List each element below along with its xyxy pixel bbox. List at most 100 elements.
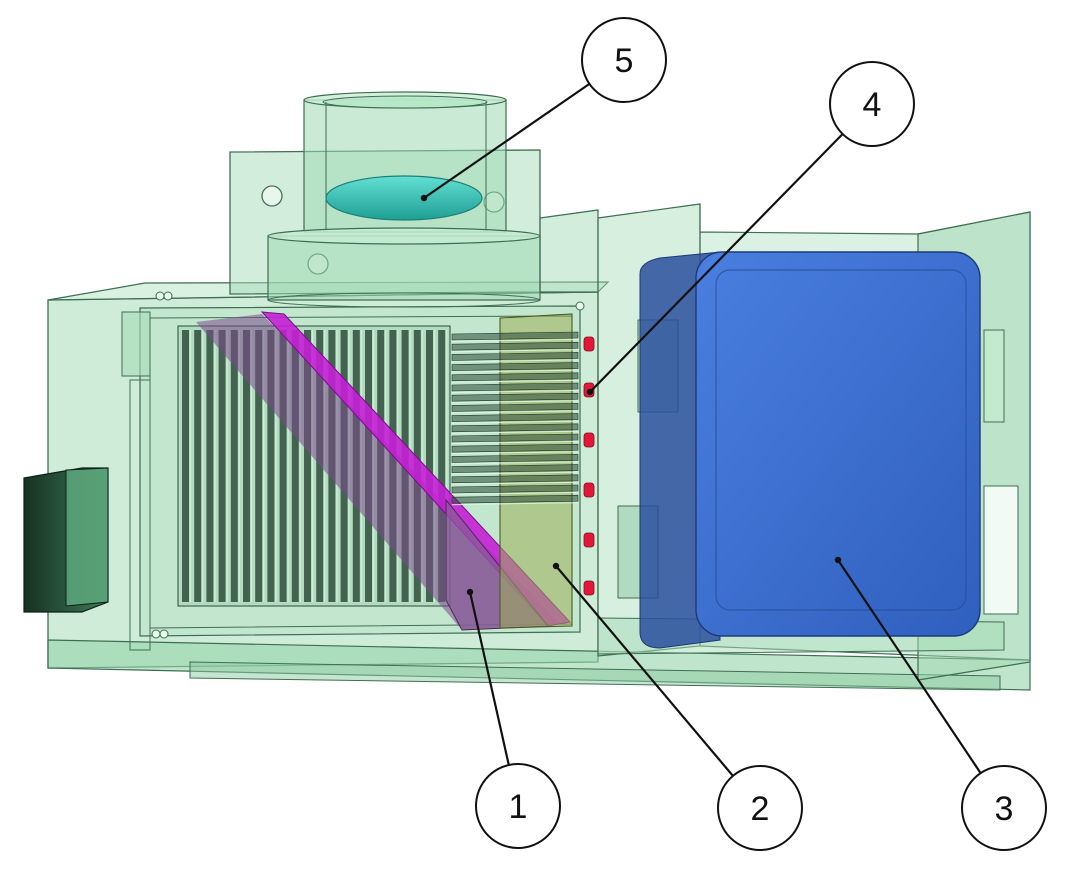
- heatsink-fin: [255, 330, 263, 602]
- heatsink-fin: [206, 330, 214, 602]
- heatsink-fin-highlight: [451, 410, 579, 414]
- callout-label: 1: [509, 788, 528, 826]
- screw-hole: [163, 291, 173, 301]
- screw-hole: [155, 291, 165, 301]
- heatsink-fin: [316, 330, 324, 602]
- callout-circle: [475, 763, 561, 849]
- callout-circle: [961, 765, 1047, 851]
- heatsink-fin: [243, 330, 250, 602]
- led: [583, 532, 595, 548]
- heatsink-fin: [451, 331, 579, 341]
- heatsink-fin-highlight: [451, 481, 579, 485]
- leader-dot-3: [834, 556, 842, 564]
- heatsink-fin: [451, 341, 579, 351]
- callout-circle: [829, 61, 915, 147]
- callout-3: 3: [961, 765, 1047, 851]
- heatsink-fin-highlight: [451, 471, 579, 475]
- leader-line-3: [837, 559, 982, 774]
- heatsink-fin: [218, 330, 226, 602]
- housing-left-tab: [121, 311, 151, 377]
- heatsink-fin-highlight: [451, 369, 579, 373]
- heatsink-fin-highlight: [451, 502, 579, 506]
- heatsink-fin: [451, 403, 579, 412]
- leader-dot-5: [420, 194, 428, 202]
- heatsink-fin: [451, 433, 579, 443]
- heatsink-fin-highlight: [451, 400, 579, 404]
- battery-face-inset: [715, 269, 967, 611]
- right-wall-slot-bottom: [983, 485, 1019, 615]
- callout-1: 1: [475, 763, 561, 849]
- heatsink-fin: [291, 330, 299, 602]
- lens-barrel-collar-rim: [267, 227, 541, 245]
- heatsink-fin-highlight: [451, 339, 579, 342]
- heatsink-fin: [194, 330, 202, 602]
- led: [583, 336, 595, 352]
- screw-hole: [151, 629, 161, 639]
- screw-hole: [159, 629, 169, 639]
- callout-label: 5: [615, 42, 634, 80]
- housing-tower-step: [539, 209, 599, 293]
- callout-label: 3: [995, 790, 1014, 828]
- heatsink-fin: [451, 413, 579, 422]
- led: [583, 580, 595, 596]
- leader-dot-2: [552, 562, 560, 570]
- housing-base-strip: [189, 661, 1001, 691]
- side-connector-face: [65, 467, 109, 607]
- led: [583, 432, 595, 448]
- heatsink-fin: [451, 443, 579, 453]
- heatsink-fin-highlight: [451, 461, 579, 465]
- heatsink-fin: [279, 330, 287, 602]
- heatsink-horizontal-fins: [451, 331, 579, 506]
- heatsink-fin: [182, 330, 189, 602]
- heatsink-fin: [451, 392, 579, 402]
- leader-line-1: [468, 591, 510, 766]
- lens-barrel-collar-bottom: [267, 292, 541, 308]
- led: [583, 482, 595, 498]
- heatsink-fin: [451, 484, 579, 494]
- heatsink-fin: [451, 454, 579, 463]
- heatsink-fin: [304, 330, 311, 602]
- heatsink-fin-highlight: [451, 379, 579, 383]
- callout-4: 4: [829, 61, 915, 147]
- heatsink-fin: [451, 352, 579, 361]
- heatsink-fin-highlight: [451, 451, 579, 455]
- lens-barrel-rim-inner: [322, 95, 488, 109]
- leader-dot-4: [586, 388, 594, 396]
- right-wall-slot-top: [983, 329, 1005, 423]
- callout-label: 4: [863, 86, 882, 124]
- heatsink-fin-highlight: [451, 430, 579, 434]
- callout-leader-lines: [420, 82, 982, 777]
- heatsink-fin: [451, 423, 579, 433]
- callout-5: 5: [581, 17, 667, 103]
- callout-label: 2: [751, 790, 770, 828]
- heatsink-fin-highlight: [451, 441, 579, 444]
- callout-markers: 1 2 3 4 5: [475, 17, 1047, 851]
- leader-line-4: [589, 133, 844, 393]
- side-connector: [23, 467, 109, 613]
- heatsink-fin: [438, 330, 446, 602]
- leader-dot-1: [466, 588, 474, 596]
- callout-2: 2: [717, 765, 803, 851]
- heatsink-fin: [451, 382, 579, 392]
- heatsink-fin: [451, 494, 579, 504]
- battery: [639, 251, 981, 649]
- heatsink-fin-highlight: [451, 420, 579, 424]
- heatsink-fin: [451, 464, 579, 473]
- leader-line-5: [423, 82, 591, 199]
- heatsink-fin-highlight: [451, 390, 579, 393]
- callout-circle: [581, 17, 667, 103]
- screw-hole: [261, 185, 283, 207]
- heatsink-fin-highlight: [451, 349, 579, 353]
- housing-left-rib: [129, 379, 151, 651]
- lens: [325, 175, 483, 221]
- leader-line-2: [555, 565, 734, 777]
- heatsink-fin: [451, 474, 579, 484]
- heatsink-fin-highlight: [451, 492, 579, 495]
- battery-body: [695, 251, 981, 637]
- screw-hole: [575, 301, 585, 311]
- callout-circle: [717, 765, 803, 851]
- heatsink-fin-highlight: [451, 359, 579, 363]
- heatsink-fin: [267, 330, 275, 602]
